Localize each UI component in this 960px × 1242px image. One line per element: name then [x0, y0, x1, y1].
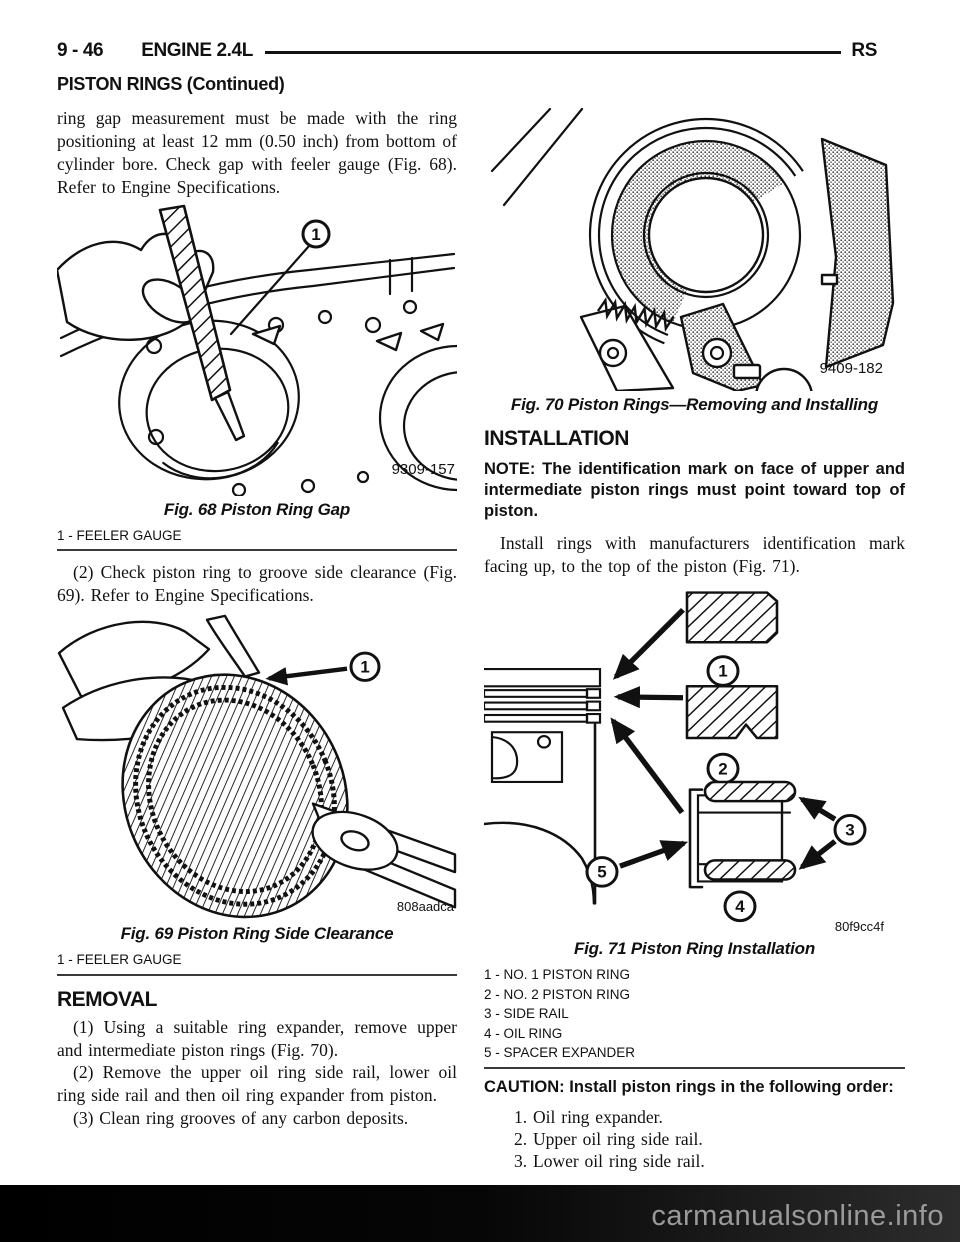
callout-1-number: 1 [360, 658, 369, 677]
legend-item: 1 - FEELER GAUGE [57, 527, 182, 543]
expander-spring [597, 296, 675, 332]
legend-item: 1 - NO. 1 PISTON RING [484, 967, 631, 983]
fig70-illustration: 9409-182 [490, 107, 905, 391]
model-code: RS [851, 40, 877, 61]
legend-item: 3 - SIDE RAIL [484, 1006, 569, 1022]
watermark-band: carmanualsonline.info [0, 1185, 960, 1242]
feeler-gauge [205, 614, 261, 678]
svg-text:1: 1 [718, 662, 727, 681]
paragraph-step-2: (2) Check piston ring to groove side cle… [57, 562, 457, 606]
fig68-illustration: 1 9309-157 [57, 204, 457, 496]
fig69-legend: 1 - FEELER GAUGE [57, 951, 457, 969]
callout-1-circle [301, 219, 331, 249]
fig71-caption: Fig. 71 Piston Ring Installation [573, 939, 816, 959]
removal-step-2: (2) Remove the upper oil ring side rail,… [57, 1062, 457, 1106]
coolant-passages [251, 322, 445, 351]
fig68-legend: 1 - FEELER GAUGE [57, 527, 457, 545]
legend-item: 4 - OIL RING [484, 1025, 563, 1041]
svg-text:4: 4 [735, 898, 745, 917]
left-column: ring gap measurement must be made with t… [57, 107, 457, 1172]
installation-note: NOTE: The identification mark on face of… [484, 460, 905, 521]
upper-side-rail [703, 780, 797, 803]
legend-divider [57, 973, 457, 976]
removal-step-3: (3) Clean ring grooves of any carbon dep… [73, 1108, 409, 1129]
caution-text: CAUTION: Install piston rings in the fol… [484, 1077, 894, 1096]
legend-divider [57, 549, 457, 552]
installation-paragraph: Install rings with manufacturers identif… [484, 533, 905, 577]
fig71-legend: 1 - NO. 1 PISTON RING 2 - NO. 2 PISTON R… [484, 966, 905, 1062]
no1-ring-section [685, 591, 779, 644]
callout-1-circle [349, 651, 381, 682]
callout-4-circle [723, 890, 757, 923]
fig71-illustration: 1 2 3 [484, 591, 885, 935]
two-column-layout: ring gap measurement must be made with t… [57, 107, 905, 1172]
section-title: ENGINE 2.4L [141, 40, 253, 61]
fig69-caption: Fig. 69 Piston Ring Side Clearance [120, 924, 394, 944]
svg-text:3: 3 [845, 821, 854, 840]
figure-code-label: 9409-182 [820, 360, 883, 377]
paragraph-ring-gap: ring gap measurement must be made with t… [57, 108, 457, 197]
legend-item: 2 - NO. 2 PISTON RING [484, 986, 631, 1002]
callout-3-circle [833, 814, 867, 846]
removal-step-1: (1) Using a suitable ring expander, remo… [57, 1016, 457, 1060]
page-header: 9 - 46 ENGINE 2.4L RS [57, 40, 877, 62]
lower-side-rail [703, 859, 797, 881]
head-bolt-holes [145, 299, 418, 496]
fig68-caption: Fig. 68 Piston Ring Gap [163, 499, 351, 519]
caution-step: 3. Lower oil ring side rail. [514, 1151, 705, 1172]
caution-step: 1. Oil ring expander. [514, 1107, 663, 1128]
callout-1-number: 1 [311, 225, 320, 244]
removal-heading: REMOVAL [57, 987, 157, 1011]
oil-ring-assembly [688, 780, 797, 889]
installation-heading: INSTALLATION [484, 427, 629, 450]
watermark-link[interactable]: carmanualsonline.info [651, 1200, 944, 1232]
page-content: 9 - 46 ENGINE 2.4L RS PISTON RINGS (Cont… [57, 40, 905, 1172]
piston [121, 673, 349, 919]
svg-text:2: 2 [718, 760, 727, 779]
feeler-gauge [158, 204, 232, 401]
caution-step: 2. Upper oil ring side rail. [514, 1129, 703, 1150]
fig69-illustration: 1 808aadca [57, 614, 457, 919]
legend-item: 5 - SPACER EXPANDER [484, 1045, 636, 1061]
header-rule [264, 50, 842, 54]
legend-item: 1 - FEELER GAUGE [57, 952, 182, 968]
no2-ring-section [685, 685, 779, 740]
piston-section [484, 668, 602, 905]
page-number: 9 - 46 [57, 40, 104, 61]
fig70-caption: Fig. 70 Piston Rings—Removing and Instal… [510, 395, 879, 414]
caution-steps: 1. Oil ring expander. 2. Upper oil ring … [484, 1106, 905, 1172]
legend-divider [484, 1066, 905, 1069]
figure-code-label: 808aadca [397, 899, 455, 914]
figure-code-label: 9309-157 [392, 461, 455, 478]
svg-text:5: 5 [597, 863, 606, 882]
continued-title: PISTON RINGS (Continued) [57, 74, 285, 94]
callout-5-circle [585, 856, 619, 888]
figure-code-label: 80f9cc4f [835, 920, 885, 935]
ring-expander-band [820, 137, 895, 369]
right-column: 9409-182 Fig. 70 Piston Rings—Removing a… [484, 107, 905, 1172]
